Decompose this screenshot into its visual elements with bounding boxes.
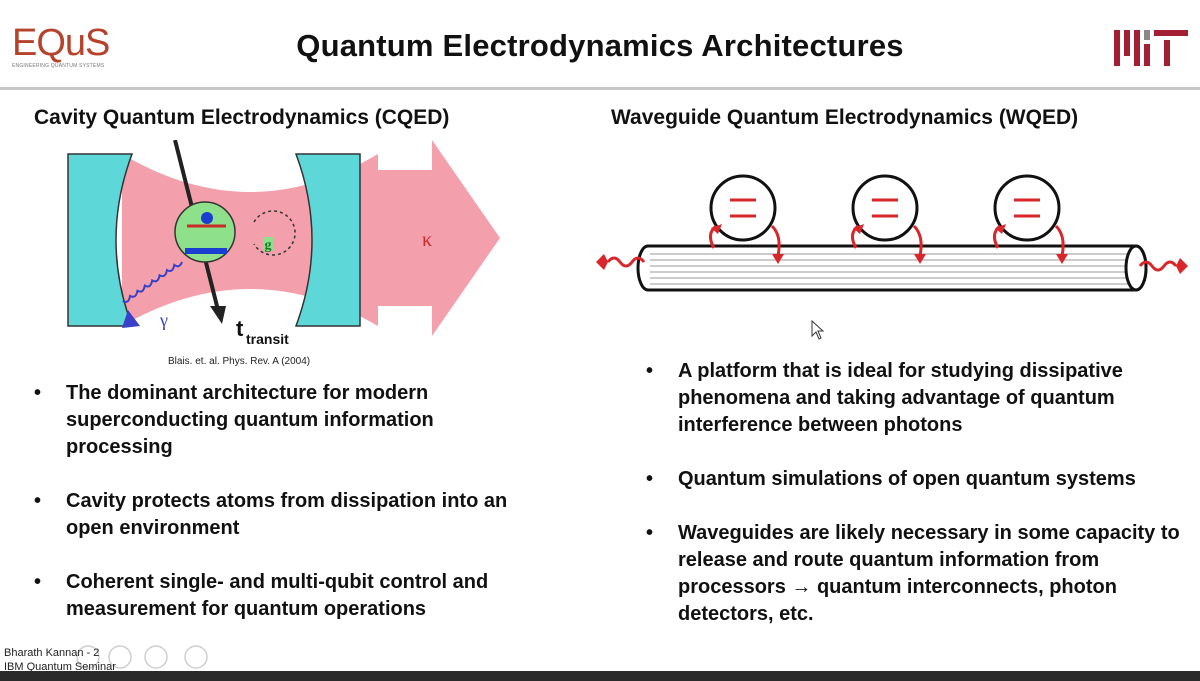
slide-title: Quantum Electrodynamics Architectures bbox=[296, 28, 904, 63]
bullet-text: Waveguides are likely necessary in some … bbox=[678, 522, 1180, 625]
right-mirror bbox=[294, 153, 361, 327]
mouse-cursor-icon bbox=[811, 320, 825, 340]
photon-spiral bbox=[122, 261, 183, 303]
control-button-1 bbox=[76, 645, 100, 669]
atom-1 bbox=[709, 174, 784, 264]
bullet-text: A platform that is ideal for studying di… bbox=[678, 360, 1123, 436]
seminar-name: IBM Quantum Seminar bbox=[4, 661, 116, 673]
t-label: t bbox=[236, 316, 244, 341]
g-label: g bbox=[265, 238, 272, 253]
waveguide bbox=[636, 244, 1148, 292]
kappa-arrow bbox=[360, 140, 500, 336]
atom bbox=[174, 201, 236, 263]
figure-citation: Blais. et. al. Phys. Rev. A (2004) bbox=[168, 356, 311, 367]
list-item: •Quantum simulations of open quantum sys… bbox=[646, 468, 1136, 490]
transit-label: transit bbox=[246, 331, 289, 347]
cqed-diagram: g γ κ t transit bbox=[67, 140, 500, 347]
video-bottom-bar bbox=[0, 671, 1200, 681]
speaker-name: Bharath Kannan - 2 bbox=[4, 647, 100, 659]
list-item: •Coherent single- and multi-qubit contro… bbox=[34, 571, 489, 620]
list-item: •Waveguides are likely necessary in some… bbox=[646, 522, 1180, 625]
g-box bbox=[263, 237, 273, 251]
bullet-text: Coherent single- and multi-qubit control… bbox=[66, 571, 489, 620]
cqed-heading: Cavity Quantum Electrodynamics (CQED) bbox=[34, 106, 450, 129]
player-controls bbox=[40, 642, 220, 672]
header-divider bbox=[0, 87, 1200, 90]
gamma-label: γ bbox=[159, 310, 168, 330]
cqed-bullet-list: •The dominant architecture for modern su… bbox=[34, 380, 514, 650]
electron bbox=[201, 212, 213, 224]
atom-2 bbox=[851, 174, 926, 264]
ground-level bbox=[185, 248, 227, 254]
left-photon bbox=[606, 256, 646, 268]
bullet-text: The dominant architecture for modern sup… bbox=[66, 382, 434, 458]
mit-logo bbox=[1112, 28, 1192, 68]
coupling-loop bbox=[253, 210, 296, 256]
wqed-heading: Waveguide Quantum Electrodynamics (WQED) bbox=[611, 106, 1079, 129]
left-photon-arrowhead bbox=[596, 254, 608, 262]
wqed-bullet-list: •A platform that is ideal for studying d… bbox=[646, 358, 1186, 655]
list-item: •Cavity protects atoms from dissipation … bbox=[34, 490, 508, 539]
wqed-diagram bbox=[596, 174, 1188, 292]
list-item: •The dominant architecture for modern su… bbox=[34, 382, 434, 458]
control-button-2 bbox=[108, 645, 132, 669]
search-icon bbox=[144, 645, 168, 669]
waveguide-end bbox=[1124, 244, 1148, 292]
equs-logo: EQuS ENGINEERING QUANTUM SYSTEMS bbox=[12, 24, 122, 74]
right-photon-arrowhead bbox=[1176, 258, 1188, 266]
more-icon bbox=[184, 645, 208, 669]
bullet-text: Quantum simulations of open quantum syst… bbox=[678, 468, 1136, 490]
equs-logo-text: EQuS bbox=[12, 22, 110, 64]
atom-3 bbox=[993, 174, 1068, 264]
right-photon bbox=[1138, 260, 1178, 272]
bullet-text: Cavity protects atoms from dissipation i… bbox=[66, 490, 508, 539]
speaker-label: Bharath Kannan - 2 IBM Quantum Seminar bbox=[4, 646, 116, 674]
equs-logo-subtext: ENGINEERING QUANTUM SYSTEMS bbox=[12, 63, 105, 69]
list-item: •A platform that is ideal for studying d… bbox=[646, 360, 1123, 436]
transit-arrowhead bbox=[210, 306, 226, 324]
gamma-arrowhead bbox=[122, 310, 140, 328]
kappa-label: κ bbox=[422, 229, 432, 251]
waveguide-shading bbox=[650, 253, 1134, 285]
